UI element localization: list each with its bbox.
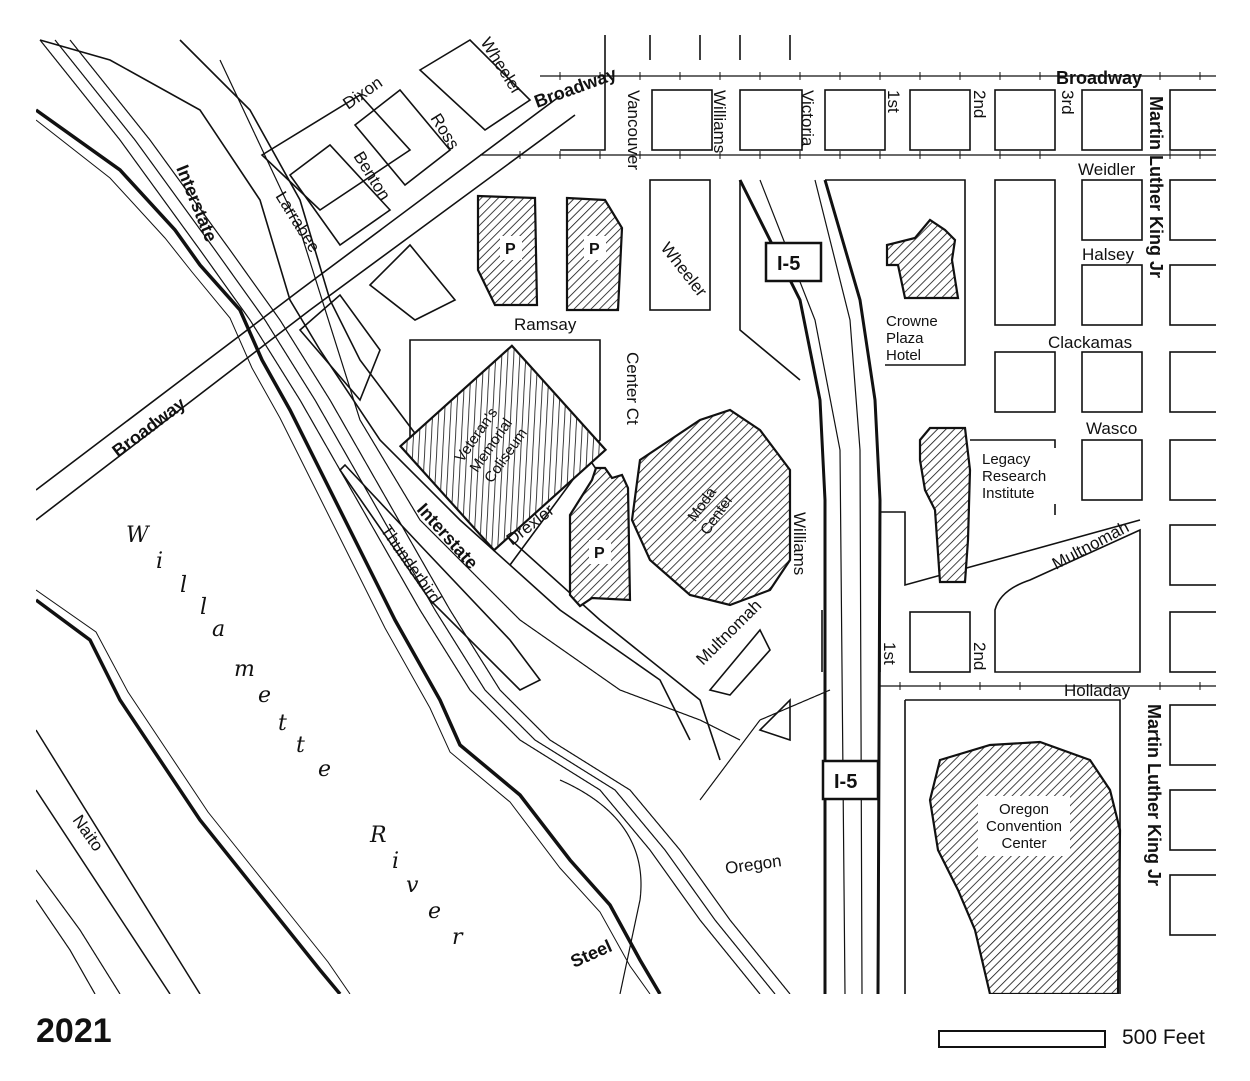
label-first-top: 1st — [884, 90, 903, 113]
svg-text:Plaza: Plaza — [886, 330, 924, 347]
label-ramsay: Ramsay — [514, 315, 577, 334]
convention-center-building — [928, 740, 1122, 994]
label-broadway-top-right: Broadway — [1056, 68, 1142, 88]
svg-text:i: i — [156, 549, 165, 574]
label-vancouver: Vancouver — [624, 90, 643, 170]
convention-label: Oregon Convention Center — [986, 801, 1062, 852]
parking-label-3: P — [594, 545, 605, 562]
svg-text:v: v — [406, 873, 420, 898]
i5-shields — [764, 241, 880, 801]
scale-label: 500 Feet — [1122, 1026, 1205, 1049]
i5-shield-label-bottom: I-5 — [834, 771, 857, 793]
svg-text:i: i — [392, 849, 401, 874]
river-label: W i l l a m e t t e R i v e r — [126, 523, 465, 950]
city-blocks — [560, 35, 1216, 994]
label-clackamas: Clackamas — [1048, 333, 1132, 352]
i5-shield-label-top: I-5 — [777, 253, 800, 275]
coliseum-building — [398, 344, 608, 552]
label-williams-mid: Williams — [790, 512, 809, 575]
label-halsey: Halsey — [1082, 245, 1134, 264]
river-banks — [36, 108, 662, 994]
svg-text:l: l — [180, 573, 189, 598]
svg-text:Center: Center — [1001, 835, 1046, 852]
svg-text:R: R — [369, 823, 389, 848]
moda-center-building — [630, 408, 792, 607]
label-second-bottom: 2nd — [970, 642, 989, 670]
svg-text:Crowne: Crowne — [886, 313, 938, 330]
svg-text:Legacy: Legacy — [982, 451, 1031, 468]
svg-text:t: t — [296, 733, 307, 758]
railways — [36, 39, 1216, 994]
broadway-road — [36, 95, 576, 521]
svg-text:e: e — [318, 757, 333, 782]
crowne-plaza-building — [885, 218, 960, 300]
svg-text:m: m — [234, 657, 257, 682]
legacy-label: Legacy Research Institute — [982, 451, 1046, 502]
naito-road — [36, 729, 201, 994]
label-first-bottom: 1st — [880, 642, 899, 665]
svg-text:e: e — [258, 683, 273, 708]
parking-label-1: P — [505, 241, 516, 258]
label-wasco: Wasco — [1086, 419, 1137, 438]
svg-text:r: r — [452, 925, 465, 950]
svg-text:Research: Research — [982, 468, 1046, 485]
scale-bar — [938, 1030, 1106, 1048]
label-third: 3rd — [1058, 90, 1077, 115]
svg-text:a: a — [212, 617, 227, 642]
svg-text:Hotel: Hotel — [886, 347, 921, 364]
svg-text:W: W — [126, 523, 151, 548]
label-backgrounds — [500, 236, 1070, 856]
map-year: 2021 — [36, 1012, 112, 1050]
svg-text:e: e — [428, 899, 443, 924]
svg-text:Oregon: Oregon — [999, 801, 1049, 818]
hatched-buildings — [398, 194, 1122, 994]
label-weidler: Weidler — [1078, 160, 1136, 179]
parking-label-2: P — [589, 241, 600, 258]
svg-text:Convention: Convention — [986, 818, 1062, 835]
label-mlk-bottom: Martin Luther King Jr — [1144, 704, 1164, 886]
label-center-ct: Center Ct — [623, 352, 642, 425]
label-williams-top: Williams — [710, 90, 729, 153]
svg-text:l: l — [200, 595, 209, 620]
label-holladay: Holladay — [1064, 681, 1131, 700]
legacy-institute-building — [918, 426, 972, 584]
crowne-label: Crowne Plaza Hotel — [886, 313, 938, 364]
label-mlk-top: Martin Luther King Jr — [1146, 96, 1166, 278]
interstate-road — [39, 39, 721, 761]
label-second-top: 2nd — [970, 90, 989, 118]
label-victoria: Victoria — [798, 90, 817, 147]
map-frame: P P P I-5 I-5 Veteran's Memorial Coliseu… — [36, 32, 1216, 994]
svg-text:t: t — [278, 711, 289, 736]
parking-garage-3 — [568, 466, 632, 608]
svg-text:Institute: Institute — [982, 485, 1035, 502]
